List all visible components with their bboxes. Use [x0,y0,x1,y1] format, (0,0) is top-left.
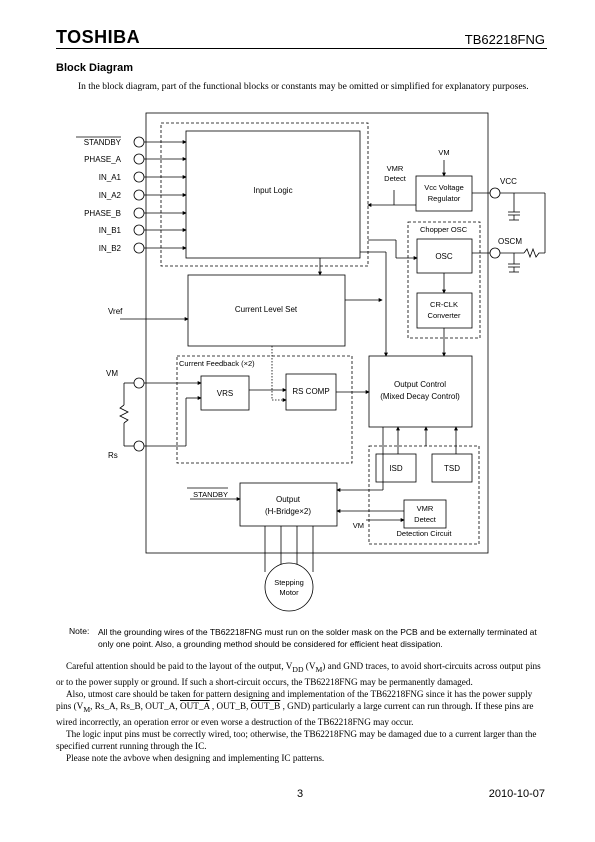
rs-pin [133,440,145,452]
pin-in-a1: IN_A1 [99,173,122,182]
company-logo: TOSHIBA [56,27,141,47]
body-paragraph-3: The logic input pins must be correctly w… [56,729,537,752]
osc-label: OSC [435,252,453,261]
output-label-2: (H-Bridge×2) [265,507,311,516]
output-control-label-1: Output Control [394,380,446,389]
tsd-block [431,453,473,483]
vrs-label: VRS [217,389,233,398]
vrs-block [200,375,250,411]
body-text: Careful attention should be paid to the … [56,660,542,764]
rs-label: Rs [108,451,118,460]
part-number: TB62218FNG [464,32,545,47]
output-block [239,482,338,527]
chopper-osc-label: Chopper OSC [420,225,468,234]
detection-group [368,445,480,545]
motor-label-2: Motor [279,588,299,597]
vmr-detect-block [403,499,447,529]
crclk-label-1: CR-CLK [430,300,458,309]
tsd-label: TSD [444,464,460,473]
output-control-label-2: (Mixed Decay Control) [380,392,460,401]
input-logic-label: Input Logic [253,186,292,195]
vcc-pin [489,187,501,199]
body-paragraph-2: Also, utmost care should be taken for pa… [56,689,534,728]
body-paragraph-1: Careful attention should be paid to the … [56,661,541,687]
detection-circuit-label: Detection Circuit [396,529,452,538]
intro-text: In the block diagram, part of the functi… [78,82,529,92]
section-title: Block Diagram [56,62,134,74]
vcc-reg-label-1: Vcc Voltage [424,183,464,192]
pin-phase-b: PHASE_B [84,209,121,218]
current-feedback-group [176,355,353,464]
vcc-reg-label-2: Regulator [428,194,461,203]
page-date: 2010-10-07 [488,788,545,800]
vref-label: Vref [108,307,123,316]
oscm-pin-label: OSCM [498,237,522,246]
body-paragraph-4: Please note the avbove when designing an… [66,753,325,764]
note-text: All the grounding wires of the TB62218FN… [98,627,537,649]
current-feedback-label: Current Feedback (×2) [179,359,255,368]
pin-in-a2: IN_A2 [99,191,122,200]
vm-pin [133,377,145,389]
left-pin-connectors [133,136,187,254]
vmr-detect-label-1: VMR [417,504,434,513]
note-label: Note: [69,626,90,636]
output-label-1: Output [276,495,301,504]
stepping-motor [264,562,314,612]
isd-block [375,453,417,483]
vmr-top-label-2: Detect [384,174,407,183]
vm-left-label: VM [106,369,118,378]
ic-outline [145,112,489,554]
standby-bottom-label: STANDBY [193,490,228,499]
oscm-pin [489,247,501,259]
vmr-detect-label-2: Detect [414,515,437,524]
pin-standby: STANDBY [84,138,122,147]
vm-bottom-label: VM [353,521,364,530]
pin-in-b1: IN_B1 [99,226,122,235]
pin-in-b2: IN_B2 [99,244,122,253]
current-level-set-label: Current Level Set [235,305,298,314]
crclk-label-2: Converter [428,311,461,320]
rs-comp-label: RS COMP [292,387,329,396]
page-number: 3 [297,788,304,800]
motor-label-1: Stepping [274,578,304,587]
current-level-set-block [187,274,346,347]
pin-phase-a: PHASE_A [84,155,122,164]
isd-label: ISD [389,464,403,473]
header-rule [56,48,547,49]
vm-top-label: VM [438,148,449,157]
chopper-osc-group [407,221,481,339]
block-diagram: STANDBY PHASE_A IN_A1 IN_A2 PHASE_B IN_B… [76,112,546,612]
vcc-pin-label: VCC [500,177,517,186]
vmr-top-label-1: VMR [387,164,404,173]
